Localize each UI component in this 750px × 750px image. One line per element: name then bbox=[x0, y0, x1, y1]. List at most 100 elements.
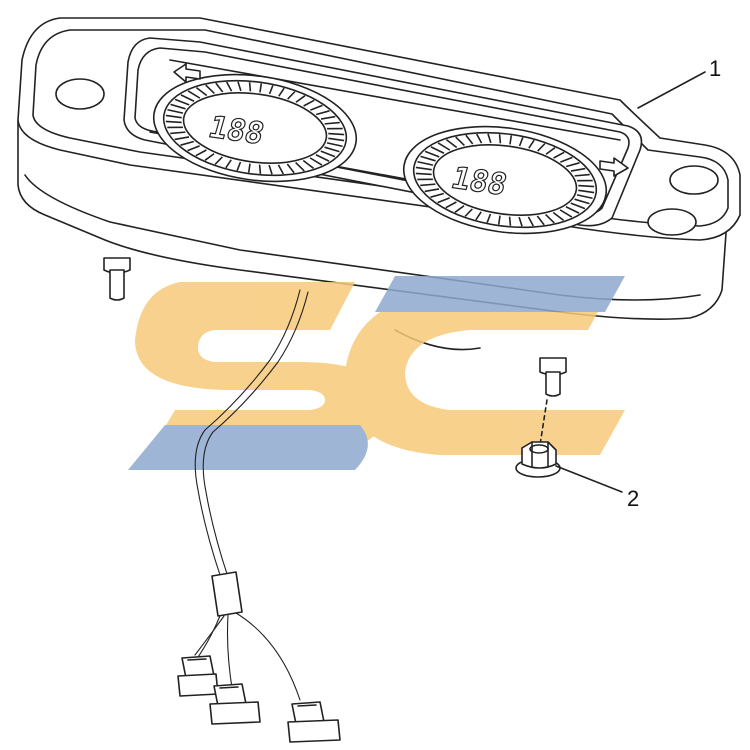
gauge-tick bbox=[576, 194, 593, 200]
gauge-tick bbox=[559, 209, 573, 218]
gauge-tick bbox=[424, 150, 440, 158]
gauge-tick bbox=[225, 81, 233, 92]
left-gauge: 188 bbox=[152, 73, 358, 183]
connector-1 bbox=[177, 655, 219, 697]
gauge-tick bbox=[455, 136, 465, 147]
gauge-tick bbox=[236, 161, 242, 171]
gauge-tick bbox=[165, 120, 182, 124]
gauge-tick bbox=[295, 95, 306, 103]
gauge-tick bbox=[259, 83, 263, 93]
gauge-tick bbox=[497, 215, 501, 225]
gauge-tick bbox=[195, 86, 208, 97]
left-turn-arrow-icon bbox=[173, 63, 201, 83]
gauge-tick bbox=[277, 164, 285, 175]
gauge-tick bbox=[268, 85, 274, 95]
gauge-tick bbox=[320, 115, 336, 120]
connector-2 bbox=[209, 683, 261, 725]
gauge-tick bbox=[486, 213, 492, 223]
gauge-tick bbox=[545, 147, 556, 155]
gauge-tick bbox=[518, 216, 523, 227]
callout-2: 2 bbox=[555, 465, 639, 511]
gauge-tick bbox=[518, 137, 524, 147]
gauge-tick bbox=[303, 99, 315, 107]
gauge-tick bbox=[286, 163, 295, 174]
gauge-tick bbox=[258, 164, 262, 174]
gauge-tick bbox=[215, 82, 224, 93]
gauge-tick bbox=[445, 201, 457, 209]
watermark-logo bbox=[128, 276, 625, 470]
gauge-tick bbox=[454, 205, 465, 213]
gauge-tick bbox=[315, 110, 330, 116]
gauge-tick bbox=[509, 135, 513, 145]
gauge-tick bbox=[475, 211, 482, 221]
gauge-tick bbox=[553, 151, 565, 159]
gauge-tick bbox=[527, 216, 535, 227]
gauge-tick bbox=[295, 161, 305, 172]
gauge-tick bbox=[167, 108, 184, 114]
gauge-tick bbox=[328, 137, 345, 142]
gauge-tick bbox=[445, 138, 458, 149]
gauge-tick bbox=[214, 156, 223, 165]
callout-1: 1 bbox=[637, 56, 721, 109]
mounting-stud-left bbox=[103, 257, 131, 301]
gauge-tick bbox=[552, 211, 565, 222]
watermark-c bbox=[344, 290, 625, 455]
gauge-tick bbox=[578, 184, 595, 188]
gauge-tick bbox=[498, 134, 502, 144]
mounting-hole-left bbox=[55, 78, 105, 110]
gauge-tick bbox=[417, 160, 434, 166]
gauge-tick bbox=[537, 143, 546, 152]
mounting-hole-right-bottom bbox=[647, 208, 697, 236]
gauge-tick bbox=[415, 166, 432, 171]
gauge-tick bbox=[315, 154, 330, 162]
mounting-stud-right bbox=[539, 357, 567, 397]
gauge-tick bbox=[565, 162, 580, 168]
gauge-tick bbox=[187, 90, 201, 99]
gauge-tick bbox=[328, 132, 345, 136]
gauge-tick bbox=[268, 164, 273, 175]
gauge-tick bbox=[437, 142, 451, 151]
gauge-tick bbox=[465, 134, 474, 145]
instrument-cluster: 188 188 bbox=[17, 17, 741, 397]
gauge-tick bbox=[565, 206, 580, 214]
wiring-harness bbox=[177, 289, 341, 743]
gauge-tick bbox=[574, 173, 590, 177]
gauge-tick bbox=[248, 82, 252, 92]
gauge-tick bbox=[326, 142, 343, 148]
harness-sleeve bbox=[211, 571, 243, 617]
connector-3 bbox=[287, 701, 341, 743]
gauge-tick bbox=[437, 197, 450, 204]
gauge-tick bbox=[174, 98, 190, 106]
flange-nut bbox=[515, 399, 561, 478]
gauge-tick bbox=[324, 121, 340, 125]
gauge-tick bbox=[180, 94, 195, 102]
gauge-tick bbox=[570, 202, 586, 210]
watermark-blue-bottom bbox=[128, 425, 368, 470]
gauge-tick bbox=[309, 157, 323, 166]
right-gauge: 188 bbox=[402, 125, 608, 235]
gauge-tick bbox=[570, 167, 586, 172]
gauge-tick bbox=[487, 133, 492, 144]
mounting-hole-right-top bbox=[669, 165, 719, 195]
gauge-tick bbox=[324, 146, 340, 153]
gauge-tick bbox=[278, 87, 285, 97]
gauge-tick bbox=[170, 131, 186, 135]
gauge-tick bbox=[420, 155, 436, 162]
gauge-tick bbox=[464, 208, 473, 217]
gauge-tick bbox=[508, 216, 512, 226]
callout-1-label: 1 bbox=[709, 56, 721, 81]
gauge-tick bbox=[225, 159, 232, 169]
gauge-tick bbox=[430, 146, 445, 154]
gauge-tick bbox=[287, 91, 296, 100]
callout-2-label: 2 bbox=[627, 486, 639, 511]
gauge-tick bbox=[545, 213, 555, 224]
gauge-tick bbox=[187, 145, 200, 152]
gauge-tick bbox=[165, 114, 182, 119]
gauge-tick bbox=[536, 215, 545, 226]
gauge-tick bbox=[420, 183, 436, 187]
gauge-tick bbox=[578, 189, 595, 194]
gauge-tick bbox=[205, 84, 215, 95]
gauge-tick bbox=[424, 188, 440, 193]
gauge-tick bbox=[430, 192, 445, 198]
